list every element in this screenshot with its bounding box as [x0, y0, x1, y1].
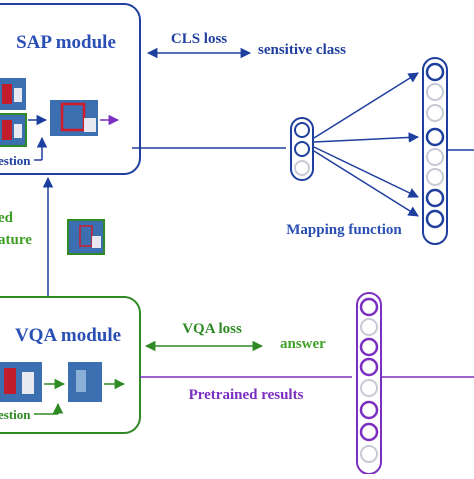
mapping-input-column — [291, 118, 313, 180]
neuron-circle-icon — [427, 64, 443, 80]
answer-label: answer — [280, 336, 326, 352]
sap-module: SAP module estion — [0, 4, 140, 174]
neuron-circle-icon — [427, 190, 443, 206]
image-thumbnail-icon — [0, 78, 26, 110]
neuron-circle-icon — [427, 211, 443, 227]
neuron-circle-icon — [361, 319, 377, 335]
feature-label-line2: ature — [0, 232, 32, 248]
vqa-module: VQA module estion — [0, 297, 140, 433]
neuron-circle-icon — [295, 142, 309, 156]
mapping-function-label: Mapping function — [286, 222, 402, 238]
sensitive-class-label: sensitive class — [258, 42, 346, 58]
neuron-circle-icon — [361, 446, 377, 462]
neuron-circle-icon — [361, 424, 377, 440]
neuron-circle-icon — [427, 169, 443, 185]
image-thumbnail-icon — [0, 114, 26, 146]
vqa-loss-label: VQA loss — [182, 321, 242, 337]
vqa-module-title: VQA module — [15, 325, 121, 346]
sensitive-class-column — [423, 58, 447, 244]
vqa-question-label: estion — [0, 407, 31, 422]
neuron-circle-icon — [361, 359, 377, 375]
sap-module-title: SAP module — [16, 32, 116, 53]
neuron-circle-icon — [427, 105, 443, 121]
pretrained-results-label: Pretrained results — [189, 387, 304, 403]
neuron-circle-icon — [361, 402, 377, 418]
neuron-circle-icon — [361, 299, 377, 315]
image-thumbnail-icon — [68, 220, 104, 254]
feature-label-line1: ed — [0, 210, 14, 226]
neuron-circle-icon — [295, 123, 309, 137]
neuron-circle-icon — [295, 161, 309, 175]
answer-column — [357, 293, 381, 474]
image-thumbnail-icon — [0, 362, 42, 402]
neuron-circle-icon — [361, 339, 377, 355]
cls-loss-label: CLS loss — [171, 31, 227, 47]
neuron-circle-icon — [361, 380, 377, 396]
mapping-arrows — [314, 73, 418, 216]
neuron-circle-icon — [427, 149, 443, 165]
image-thumbnail-icon — [68, 362, 102, 402]
neuron-circle-icon — [427, 129, 443, 145]
neuron-circle-icon — [427, 84, 443, 100]
sap-question-label: estion — [0, 153, 31, 168]
image-thumbnail-icon — [50, 100, 98, 136]
